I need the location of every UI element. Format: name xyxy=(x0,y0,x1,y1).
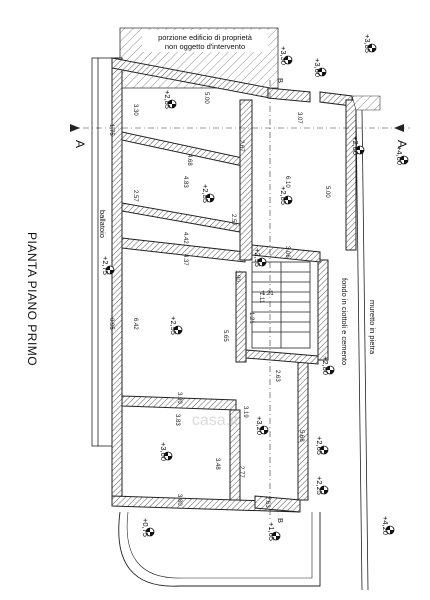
section-a-right-label: A xyxy=(395,140,409,149)
dimension-value: 5.00 xyxy=(324,186,330,198)
elevation-value: +0,75 xyxy=(141,518,150,537)
section-b-top-label: B xyxy=(276,78,285,83)
dimension-value: 2.63 xyxy=(274,370,280,382)
elevation-value: +2,85 xyxy=(163,90,172,109)
dimension-value: 3.80 xyxy=(176,494,182,506)
balcony-label: ballatoio xyxy=(98,210,107,238)
dimension-value: 3.19 xyxy=(242,406,248,418)
dimension-value: 1.90 xyxy=(234,270,240,282)
elevation-value: +2,65 xyxy=(315,436,324,455)
elevation-value: +2,85 xyxy=(201,184,210,203)
dimension-value: 1.75 xyxy=(108,124,114,136)
dimension-value: 4.68 xyxy=(186,154,192,166)
elevation-value: +2,95 xyxy=(253,248,262,267)
dimension-value: 6.42 xyxy=(132,318,138,330)
lower-terrace xyxy=(118,511,321,587)
dimension-value: 6.10 xyxy=(284,176,290,188)
stone-wall: muretto in pietra fondo in ciottoli e ce… xyxy=(340,95,381,591)
stone-wall-label: muretto in pietra xyxy=(368,300,377,355)
dimension-value: 3.48 xyxy=(214,458,220,470)
dimension-value: 3.06 xyxy=(284,246,290,258)
elevation-marker: +3,00 xyxy=(159,442,173,461)
elevation-value: +4,00 xyxy=(395,146,404,165)
watermark: casa.it xyxy=(192,412,239,429)
elevation-value: +2,95 xyxy=(169,316,178,335)
balcony: ballatoio xyxy=(91,57,112,447)
staircase: 1.21 xyxy=(251,261,311,349)
elevation-value: +3,85 xyxy=(363,34,372,53)
elevation-value: +2,80 xyxy=(351,136,360,155)
dimension-value: 5.65 xyxy=(222,330,228,342)
elevation-value: +2,85 xyxy=(279,186,288,205)
elevation-value: +2,80 xyxy=(321,356,330,375)
elevation-marker: +4,00 xyxy=(395,146,409,165)
elevation-marker: +0,75 xyxy=(141,518,155,537)
dimension-value: 2.63 xyxy=(264,496,270,508)
adjacent-property-label-2: non oggetto d'intervento xyxy=(165,42,245,51)
elevation-marker: +2,75 xyxy=(101,256,115,275)
section-a-left-label: A xyxy=(73,140,87,149)
dimension-value: 4.37 xyxy=(182,254,188,266)
dimension-value: 2.77 xyxy=(238,466,244,478)
elevation-marker: +2,85 xyxy=(163,90,177,109)
elevation-value: +2,25 xyxy=(315,476,324,495)
dimension-value: 2.57 xyxy=(132,190,138,202)
dimension-value: 4.42 xyxy=(182,232,188,244)
elevation-marker: +2,80 xyxy=(351,136,365,155)
elevation-marker: +1,65 xyxy=(267,522,281,541)
elevation-value: +3,60 xyxy=(313,58,322,77)
dimension-labels: 5.00 3.07 3.30 2.67 4.68 4.83 6.10 5.00 2.57 2.57… xyxy=(108,92,330,508)
dimension-value: 1.11 xyxy=(258,292,264,304)
elevation-value: +1,65 xyxy=(267,522,276,541)
elevation-value: +3,30 xyxy=(279,46,288,65)
elevation-marker: +3,85 xyxy=(363,34,377,53)
elevation-value: +3,00 xyxy=(159,442,168,461)
elevation-marker: +2,85 xyxy=(201,184,215,203)
elevation-value: +3,20 xyxy=(255,416,264,435)
elevation-marker: +4,20 xyxy=(381,516,395,535)
elevation-marker: +2,95 xyxy=(253,248,267,267)
building-walls xyxy=(111,57,357,513)
plan-title: PIANTA PIANO PRIMO xyxy=(25,232,39,366)
adjacent-property-label-1: porzione edificio di proprietà xyxy=(158,33,253,42)
dimension-value: 1.21 xyxy=(248,312,254,324)
dimension-value: 3.07 xyxy=(296,112,302,124)
ground-fill-label: fondo in ciottoli e cemento xyxy=(340,278,349,365)
dimension-value: 3.30 xyxy=(132,104,138,116)
dimension-value: 5.68 xyxy=(298,430,304,442)
elevation-marker: +2,95 xyxy=(169,316,183,335)
elevation-marker: +2,80 xyxy=(321,356,335,375)
section-lines: A A B B xyxy=(70,78,410,523)
elevation-marker: +3,20 xyxy=(255,416,269,435)
elevation-value: +4,20 xyxy=(381,516,390,535)
elevation-markers: +3,85 +3,30 +3,60 +2,85 +2,80 +4,00 +2,85 +2,85… xyxy=(101,34,409,541)
elevation-marker: +2,65 xyxy=(315,436,329,455)
elevation-marker: +2,25 xyxy=(315,476,329,495)
stair-width-label: 1.21 xyxy=(262,291,274,297)
elevation-value: +2,75 xyxy=(101,256,110,275)
dimension-value: 2.67 xyxy=(238,140,244,152)
dimension-value: 5.00 xyxy=(203,92,209,104)
dimension-value: 3.90 xyxy=(176,392,182,404)
dimension-value: 4.83 xyxy=(182,176,188,188)
dimension-value: 3.83 xyxy=(174,414,180,426)
elevation-marker: +2,85 xyxy=(279,186,293,205)
dimension-value: 2.57 xyxy=(230,214,236,226)
section-b-bottom-label: B xyxy=(276,518,285,523)
elevation-marker: +3,30 xyxy=(279,46,293,65)
dimension-value: 0.95 xyxy=(108,318,114,330)
elevation-marker: +3,60 xyxy=(313,58,327,77)
